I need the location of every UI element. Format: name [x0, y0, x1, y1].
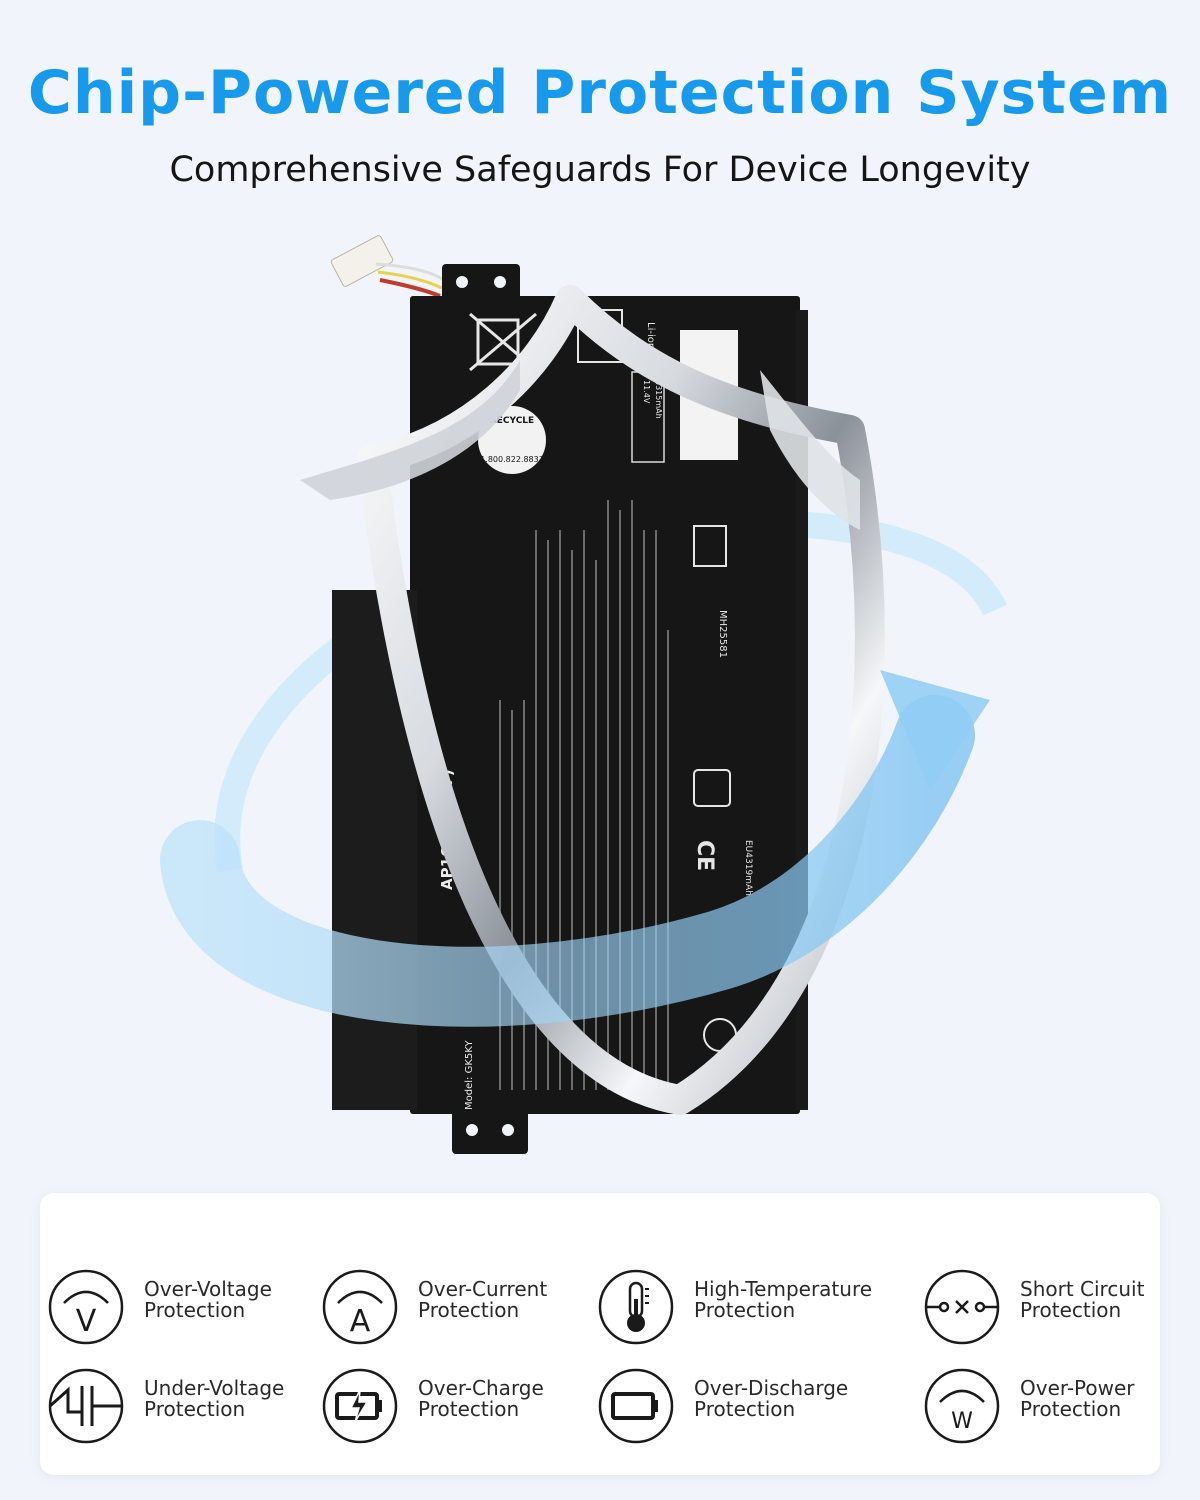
arrow-head	[880, 670, 990, 790]
energy-label: EU4319mAh	[743, 840, 753, 896]
page-title: Chip-Powered Protection System	[27, 58, 1173, 128]
kc-mark-icon	[693, 769, 731, 807]
feature-label-line2: Protection	[1020, 1298, 1122, 1322]
recycle-label: RECYCLE	[490, 416, 534, 426]
battery-connector	[330, 235, 445, 298]
feature-label-line1: Over-Voltage	[144, 1277, 272, 1301]
svg-text:W: W	[951, 1409, 973, 1434]
feature-label-line2: Protection	[144, 1298, 246, 1322]
feature-label-line1: Under-Voltage	[144, 1376, 285, 1400]
feature-label-line2: Protection	[1020, 1397, 1122, 1421]
feature-label-line1: Over-Discharge	[694, 1376, 849, 1400]
model-label: Model: GK5KY	[464, 1040, 475, 1110]
swirl-arrow-icon	[160, 695, 975, 1027]
battery-body	[410, 296, 800, 1114]
voltage-label: 11.4V	[642, 380, 651, 404]
feature-label-line1: Over-Charge	[418, 1376, 544, 1400]
feature-label-line1: Short Circuit	[1020, 1277, 1145, 1301]
ul-cert-label: MH25581	[717, 610, 728, 658]
page-subtitle: Comprehensive Safeguards For Device Long…	[169, 150, 1031, 190]
feature-label-line2: Protection	[694, 1397, 796, 1421]
feature-label-line2: Protection	[418, 1298, 520, 1322]
battery-visual: RECYCLE 1.800.822.8837 Li-ion 00 11.4V 4…	[0, 230, 1200, 1190]
feature-label-line2: Protection	[144, 1397, 246, 1421]
over-current-icon: A	[322, 1269, 398, 1345]
thermometer-icon	[598, 1269, 674, 1345]
battery-bottom-tab	[452, 1110, 528, 1154]
ce-mark: CE	[692, 840, 717, 871]
battery-illustration: RECYCLE 1.800.822.8837 Li-ion 00 11.4V 4…	[160, 235, 1007, 1154]
chemistry-label: Li-ion 00	[645, 322, 656, 365]
capacity-label: 4315mAh	[654, 380, 663, 419]
over-power-icon: W	[924, 1368, 1000, 1444]
feature-label-line1: High-Temperature	[694, 1277, 873, 1301]
battery-charging-icon	[322, 1368, 398, 1444]
feature-label-line1: Over-Current	[418, 1277, 548, 1301]
svg-text:A: A	[350, 1304, 371, 1339]
feature-label-line2: Protection	[418, 1397, 520, 1421]
recycle-phone: 1.800.822.8837	[480, 455, 544, 464]
short-circuit-icon	[924, 1269, 1000, 1345]
under-voltage-icon	[48, 1368, 124, 1444]
feature-label-line1: Over-Power	[1020, 1376, 1135, 1400]
svg-text:V: V	[76, 1304, 97, 1339]
over-voltage-icon: V	[48, 1269, 124, 1345]
feature-label-line2: Protection	[694, 1298, 796, 1322]
battery-empty-icon	[598, 1368, 674, 1444]
cert-mark-box	[693, 525, 727, 567]
battery-top-tab	[442, 264, 520, 300]
